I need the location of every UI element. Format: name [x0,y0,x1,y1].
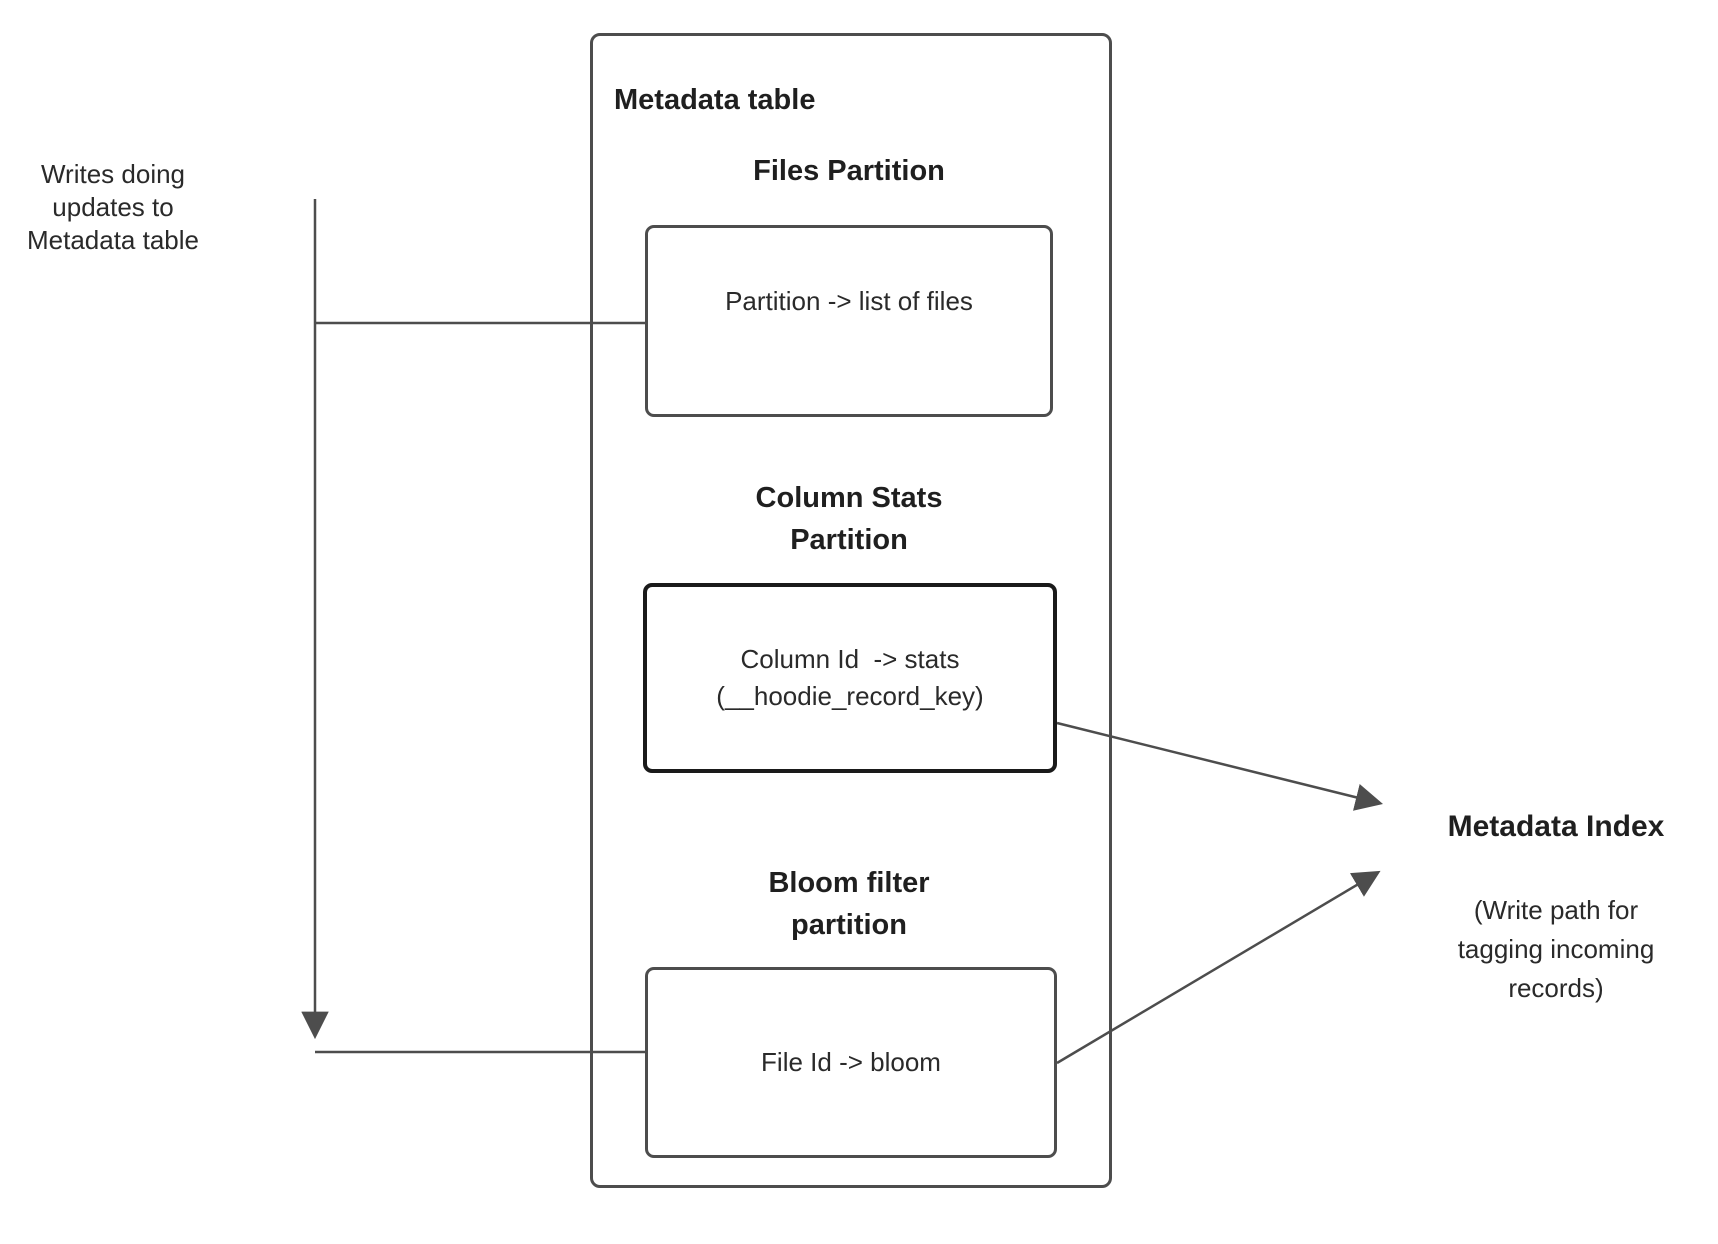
column-stats-mapping-line1: Column Id -> stats [740,644,960,674]
writes-note: Writes doing updates to Metadata table [26,159,199,255]
files-partition-box: Partition -> list of files [645,225,1053,417]
files-partition-heading: Files Partition [753,155,945,187]
bloom-filter-partition-heading: Bloom filter partition [768,867,930,941]
bloom-filter-mapping: File Id -> bloom [761,1047,941,1077]
metadata-index-title: Metadata Index [1447,810,1665,843]
column-stats-mapping-line2: (__hoodie_record_key) [716,681,984,711]
files-partition-mapping: Partition -> list of files [725,285,973,316]
column-stats-partition-box: Column Id -> stats (__hoodie_record_key) [643,583,1057,773]
metadata-table-title: Metadata table [614,84,816,116]
bloom-filter-partition-box: File Id -> bloom [645,967,1057,1158]
metadata-table-box [590,33,1112,1188]
column-stats-partition-heading: Column Stats Partition [755,482,943,556]
metadata-index-subtitle: (Write path for tagging incoming records… [1457,895,1655,1003]
